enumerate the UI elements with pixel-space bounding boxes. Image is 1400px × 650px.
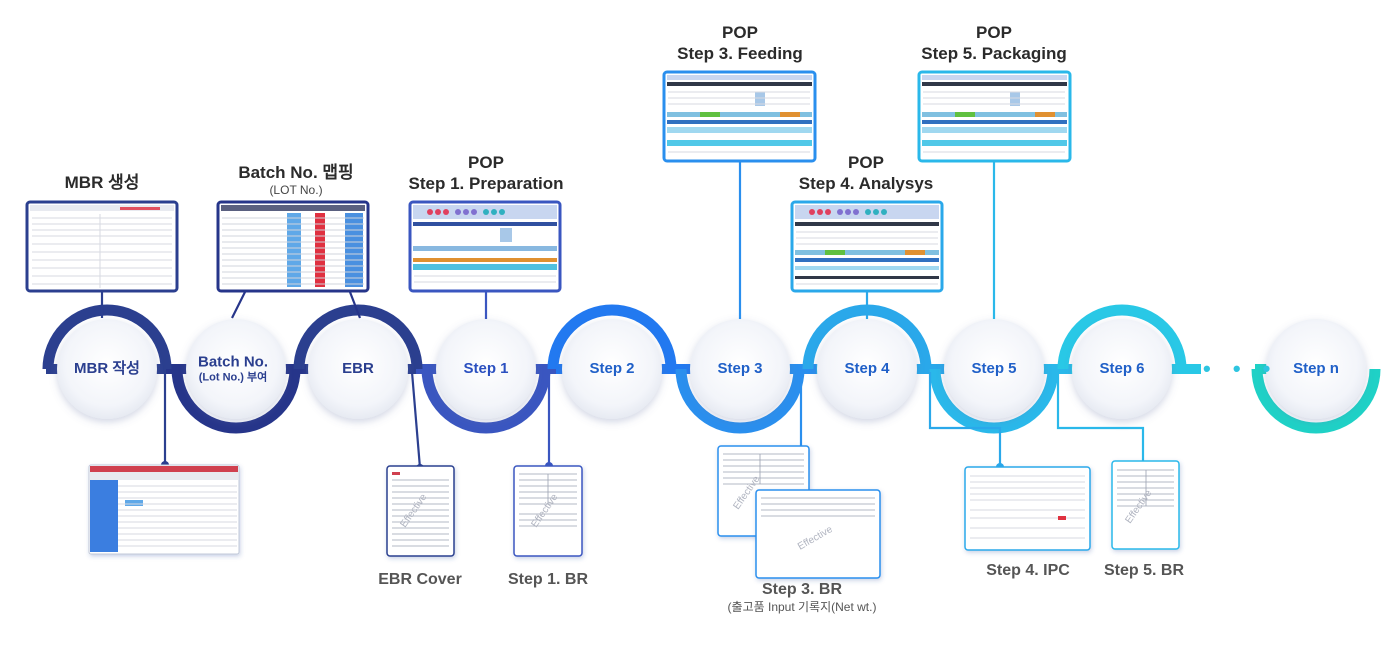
step4-ipc-label: Step 4. IPC [986,561,1070,581]
connector-step4-ipc [928,372,1002,467]
pop4-line2: Step 4. Analysys [798,174,934,194]
node-disc-stepn [1266,319,1366,419]
node-disc-ebr [308,319,408,419]
pop5-line1: POP [976,23,1012,42]
pop1-label: POP Step 1. Preparation [409,152,564,195]
step5-br-title: Step 5. BR [1103,562,1185,579]
batch-screen-thumbnail [216,200,370,293]
node-batch-sub: (Lot No.) 부여 [198,371,268,384]
step3-br-sub: (출고품 Input 기록지(Net wt.) [727,600,877,614]
step4-ipc-title: Step 4. IPC [986,562,1070,579]
arc-step1 [421,368,551,434]
node-step1: Step 1 [463,360,509,377]
connector-batch-top-right [348,291,362,319]
arc-step2 [547,304,677,370]
node-step6: Step 6 [1099,360,1145,377]
arc-step6 [1057,304,1187,370]
batch-mapping-label: Batch No. 맵핑 (LOT No.) [238,162,353,198]
step5-br-document [1111,460,1180,550]
node-mbr: MBR 작성 [74,360,140,377]
mbr-create-title: MBR 생성 [64,173,140,192]
batch-mapping-sub: (LOT No.) [269,183,323,198]
step1-br-title: Step 1. BR [507,571,589,588]
pop5-screen-thumbnail [917,70,1072,163]
pop4-screen-thumbnail [790,200,944,293]
connector-batch-top-left [231,291,246,319]
node-disc-step5 [944,319,1044,419]
connector-step5-br [1056,372,1145,467]
pop4-label: POP Step 4. Analysys [799,152,934,195]
node-disc-mbr [57,319,157,419]
arc-stepn [1251,368,1381,434]
pop1-screen-thumbnail [408,200,562,293]
ebr-cover-label: EBR Cover [378,570,462,590]
node-disc-step6 [1072,319,1172,419]
node-stepn: Step n [1293,360,1339,377]
node-disc-step4 [817,319,917,419]
node-step4: Step 4 [844,360,890,377]
pop3-line2: Step 3. Feeding [677,44,803,64]
step3-br-document-front [755,489,881,579]
node-disc-step3 [690,319,790,419]
pop4-line1: POP [848,153,884,172]
pop5-line2: Step 5. Packaging [921,44,1067,64]
node-batch-label: Batch No. [197,353,269,371]
ellipsis-dots: • • • [1203,356,1279,381]
mbr-list-thumbnail [88,464,240,555]
node-step5: Step 5 [971,360,1017,377]
pop1-line1: POP [468,153,504,172]
pop3-label: POP Step 3. Feeding [677,22,803,65]
connector-ebr-cover [410,371,422,469]
arc-step3 [675,368,805,434]
node-batch: Batch No. (Lot No.) 부여 [198,353,268,384]
pop3-screen-thumbnail [662,70,817,163]
step1-br-label: Step 1. BR [508,570,588,590]
mbr-create-label: MBR 생성 [65,172,140,193]
step3-br-label: Step 3. BR (출고품 Input 기록지(Net wt.) [728,580,877,615]
node-ebr: EBR [342,360,374,377]
arc-batch [171,368,301,434]
pop1-line2: Step 1. Preparation [408,174,564,194]
ebr-cover-document [386,465,455,557]
batch-mapping-title: Batch No. 맵핑 [238,163,354,182]
step1-br-document [513,465,583,557]
node-step2: Step 2 [589,360,635,377]
ebr-cover-title: EBR Cover [378,571,462,588]
step5-br-label: Step 5. BR [1104,561,1184,581]
node-disc-step1 [436,319,536,419]
node-disc-batch [186,319,286,419]
pop3-line1: POP [722,23,758,42]
arc-mbr [42,304,172,370]
node-disc-step2 [562,319,662,419]
step4-ipc-screen [964,466,1091,551]
step3-br-title: Step 3. BR [761,581,842,598]
node-step3: Step 3 [717,360,763,377]
node-discs [57,319,1366,419]
mbr-screen-thumbnail [25,200,179,293]
pop5-label: POP Step 5. Packaging [921,22,1067,65]
